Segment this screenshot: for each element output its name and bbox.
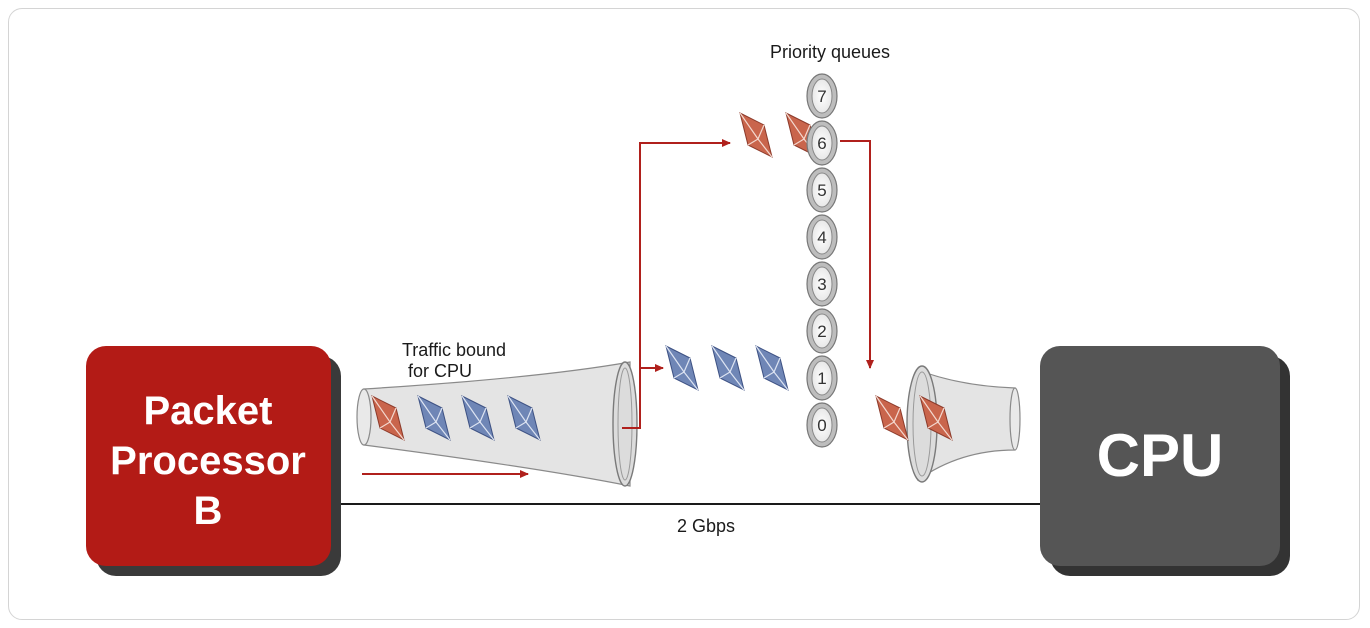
- envelope-icon-blue: [711, 345, 745, 391]
- input-funnel: [356, 361, 638, 487]
- branch-arrow-high-priority: [622, 139, 731, 429]
- priority-queue-7: 7: [806, 73, 838, 119]
- link-speed-label: 2 Gbps: [677, 516, 735, 536]
- envelope-icon-blue: [755, 345, 789, 391]
- priority-queue-stack: 7 6 5 4 3 2 1 0: [806, 73, 838, 448]
- priority-queue-label: 7: [817, 87, 826, 106]
- priority-queue-label: 6: [817, 134, 826, 153]
- priority-queue-2: 2: [806, 308, 838, 354]
- priority-queue-4: 4: [806, 214, 838, 260]
- priority-queue-3: 3: [806, 261, 838, 307]
- source-label-line2: Processor: [110, 439, 306, 483]
- priority-queue-label: 5: [817, 181, 826, 200]
- envelope-icon-red: [739, 112, 773, 158]
- source-label-line1: Packet: [144, 389, 273, 433]
- packet-processor-box: Packet Processor B: [86, 346, 341, 576]
- priority-queues-label: Priority queues: [770, 42, 890, 62]
- output-funnel: [906, 365, 1021, 483]
- priority-queue-label: 0: [817, 416, 826, 435]
- priority-queue-0: 0: [806, 402, 838, 448]
- cpu-label: CPU: [1097, 422, 1224, 489]
- cpu-box: CPU: [1040, 346, 1290, 576]
- priority-queue-6: 6: [806, 120, 838, 166]
- priority-queue-label: 1: [817, 369, 826, 388]
- source-label-line3: B: [194, 489, 223, 533]
- priority-queue-1: 1: [806, 355, 838, 401]
- envelope-icon-red: [875, 395, 909, 441]
- traffic-label-line2: for CPU: [408, 361, 472, 381]
- priority-queue-label: 4: [817, 228, 826, 247]
- queue-output-arrow: [840, 140, 874, 369]
- traffic-label-line1: Traffic bound: [402, 340, 506, 360]
- priority-queue-label: 2: [817, 322, 826, 341]
- priority-queue-5: 5: [806, 167, 838, 213]
- envelope-icon-blue: [665, 345, 699, 391]
- priority-queue-label: 3: [817, 275, 826, 294]
